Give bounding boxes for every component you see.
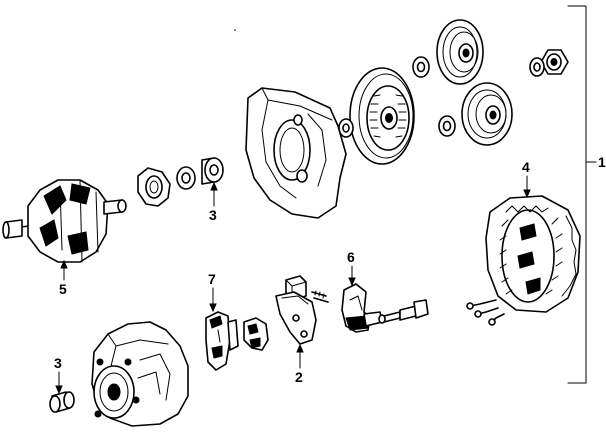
stray-dot — [234, 29, 236, 31]
callout-1-label: 1 — [598, 154, 606, 170]
brush-holder — [341, 283, 383, 333]
callout-5-label: 5 — [59, 281, 67, 297]
voltage-regulator — [275, 291, 317, 345]
front-bearing — [201, 157, 224, 185]
callout-3-upper: 3 — [209, 181, 218, 223]
upper-pulley — [436, 19, 484, 85]
lower-pulley — [461, 82, 513, 146]
top-nut — [540, 49, 569, 75]
bearing-retainer-plate — [137, 167, 171, 207]
terminal-bolt — [378, 299, 429, 324]
brush-spring-pair — [311, 290, 329, 303]
callout-3-upper-label: 3 — [209, 207, 217, 223]
callout-3-lower-label: 3 — [54, 355, 62, 371]
callout-2: 2 — [295, 343, 304, 385]
callout-4-label: 4 — [522, 159, 530, 175]
callout-1: 1 — [598, 154, 606, 170]
callout-2-label: 2 — [295, 369, 303, 385]
rotor — [2, 179, 127, 263]
stator — [466, 195, 581, 326]
callout-7-label: 7 — [208, 271, 216, 287]
lower-spacer — [438, 115, 456, 137]
rear-housing — [91, 321, 189, 427]
top-washer — [529, 57, 545, 77]
callout-3-lower: 3 — [54, 355, 63, 395]
callout-4: 4 — [522, 159, 531, 199]
pulley-spacer — [338, 118, 354, 138]
fan-pulley — [349, 67, 415, 165]
callout-7: 7 — [208, 271, 217, 313]
callout-6-label: 6 — [347, 249, 355, 265]
upper-spacer — [412, 56, 430, 78]
callout-5: 5 — [59, 259, 68, 297]
rectifier-bridge — [205, 311, 239, 371]
drive-end-housing — [245, 87, 347, 219]
assembly-bracket — [567, 5, 597, 384]
small-bearing — [176, 166, 196, 190]
callout-6: 6 — [347, 249, 356, 287]
rectifier-terminal — [243, 317, 269, 351]
rear-bearing — [49, 391, 75, 413]
